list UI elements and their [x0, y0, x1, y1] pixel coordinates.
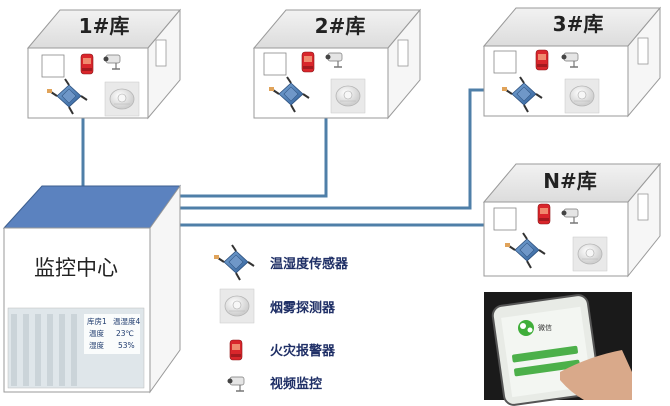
screen-row-1-name: 库房1 [87, 316, 107, 326]
smoke-detector-icon [564, 78, 600, 114]
warehouse-3 [482, 6, 662, 118]
screen-row-1-value: 温湿度4 [113, 316, 140, 326]
hand [560, 350, 632, 400]
screen-row-2-name: 温度 [89, 328, 104, 338]
smoke-detector-icon [104, 81, 140, 117]
phone-photo [484, 292, 632, 406]
warehouse-n [482, 162, 662, 278]
legend-camera-label: 视频监控 [270, 376, 322, 392]
legend-smoke-label: 烟雾探测器 [270, 300, 336, 316]
phone-app-title: 微信 [538, 323, 552, 332]
center-label: 监控中心 [34, 256, 118, 280]
smoke-detector-icon [572, 236, 608, 272]
warehouse-3-label: 3#库 [553, 12, 604, 36]
fire-alarm-icon [537, 203, 551, 225]
warehouse-2 [252, 8, 422, 120]
legend-smoke-detector-icon [219, 288, 255, 324]
legend-sensor-icon [213, 244, 255, 281]
legend-alarm-label: 火灾报警器 [270, 343, 336, 359]
link-warehouse-2 [180, 110, 328, 198]
warehouse-1-label: 1#库 [79, 14, 130, 38]
screen-row-3-value: 53% [118, 341, 135, 350]
warehouse-n-label: N#库 [543, 169, 597, 193]
legend-sensor-label: 温湿度传感器 [270, 256, 349, 272]
fire-alarm-icon [80, 53, 94, 75]
smoke-detector-icon [330, 78, 366, 114]
fire-alarm-icon [535, 49, 549, 71]
legend-fire-alarm-icon [229, 339, 243, 361]
screen-row-3-name: 湿度 [89, 340, 104, 350]
monitoring-center [2, 184, 181, 394]
wechat-icon [518, 320, 534, 336]
fire-alarm-icon [301, 51, 315, 73]
warehouse-1 [26, 8, 182, 120]
warehouse-2-label: 2#库 [315, 14, 366, 38]
legend-camera-icon [226, 376, 245, 392]
screen-row-2-value: 23℃ [116, 329, 134, 338]
legend [213, 244, 255, 392]
